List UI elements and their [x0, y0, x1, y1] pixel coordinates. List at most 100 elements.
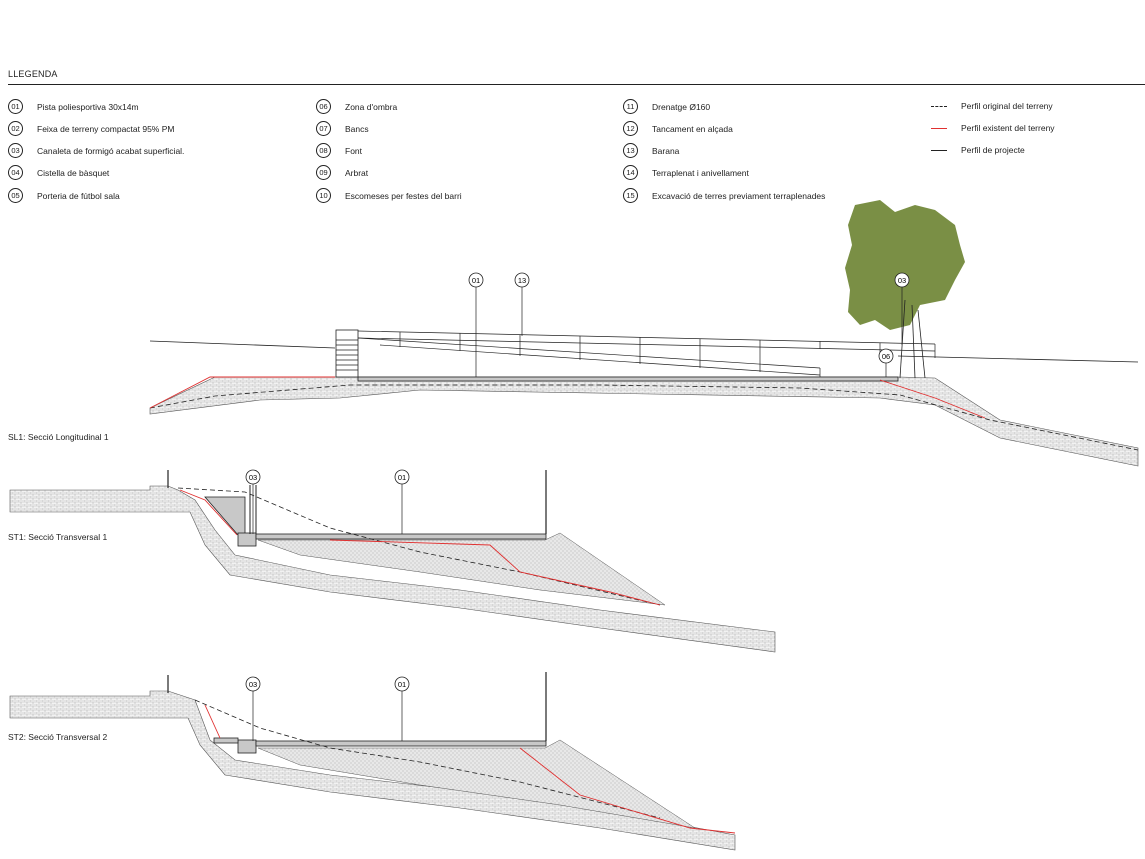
legend-code-badge: 07	[316, 121, 331, 136]
section-st1: 03 01	[9, 469, 776, 653]
legend-item: 04 Cistella de bàsquet	[8, 165, 109, 180]
line-key-item: Perfil original del terreny	[931, 101, 1053, 111]
legend-code-badge: 01	[8, 99, 23, 114]
legend-code-badge: 08	[316, 143, 331, 158]
legend-label: Tancament en alçada	[652, 123, 733, 134]
existing-terrain-profile	[879, 379, 986, 419]
callout-06: 06	[878, 348, 894, 377]
terrain-fill	[149, 376, 1139, 467]
upper-ground	[9, 485, 776, 653]
court-slab	[357, 376, 899, 382]
legend-code-badge: 06	[316, 99, 331, 114]
legend-code-badge: 04	[8, 165, 23, 180]
line-key-label: Perfil original del terreny	[961, 101, 1053, 111]
existing-terrain-profile	[329, 539, 661, 606]
callout-number: 13	[518, 276, 526, 285]
legend-label: Font	[345, 145, 363, 156]
fill-embankment	[257, 739, 696, 829]
drain-channel	[237, 739, 257, 754]
reference-line	[897, 355, 1139, 363]
legend-code-badge: 12	[623, 121, 638, 136]
legend-item: 13 Barana	[623, 143, 679, 158]
section-label-st1: ST1: Secció Transversal 1	[8, 532, 108, 542]
legend-item: 09 Arbrat	[316, 165, 368, 180]
line-key-label: Perfil de projecte	[961, 145, 1025, 155]
callout-03: 03	[894, 272, 910, 345]
callout-01: 01	[394, 676, 410, 741]
legend-item: 10 Escomeses per festes del barri	[316, 188, 462, 203]
legend-code-badge: 05	[8, 188, 23, 203]
legend-item: 12 Tancament en alçada	[623, 121, 733, 136]
legend-label: Cistella de bàsquet	[37, 167, 110, 178]
original-terrain-profile	[194, 699, 661, 819]
legend-title: LLEGENDA	[8, 69, 58, 79]
legend-code-badge: 09	[316, 165, 331, 180]
retaining-step	[213, 737, 239, 744]
dashed-line-swatch	[931, 105, 947, 107]
red-line-swatch	[931, 127, 947, 129]
legend-code-badge: 03	[8, 143, 23, 158]
callout-03: 03	[245, 676, 261, 741]
legend-item: 08 Font	[316, 143, 362, 158]
section-label-st2: ST2: Secció Transversal 2	[8, 732, 108, 742]
legend-label: Arbrat	[345, 167, 369, 178]
existing-terrain-profile	[149, 376, 335, 409]
legend-item: 03 Canaleta de formigó acabat superficia…	[8, 143, 184, 158]
legend-item: 05 Porteria de fútbol sala	[8, 188, 120, 203]
legend-label: Canaleta de formigó acabat superficial.	[37, 145, 185, 156]
callout-01: 01	[468, 272, 484, 377]
callout-03: 03	[245, 469, 261, 534]
legend-item: 01 Pista poliesportiva 30x14m	[8, 99, 139, 114]
legend-item: 06 Zona d'ombra	[316, 99, 397, 114]
existing-terrain-profile	[204, 704, 221, 739]
fill-embankment	[257, 532, 666, 606]
section-st2: 03 01	[9, 672, 736, 851]
legend-label: Pista poliesportiva 30x14m	[37, 101, 139, 112]
callout-01: 01	[394, 469, 410, 534]
callout-number: 03	[249, 473, 257, 482]
tree	[845, 200, 965, 379]
existing-terrain-profile	[179, 489, 238, 536]
callout-number: 01	[472, 276, 480, 285]
legend-code-badge: 14	[623, 165, 638, 180]
existing-terrain-profile	[519, 747, 736, 834]
section-sl1: 01 13 03 06	[149, 200, 1139, 467]
callout-number: 06	[882, 352, 890, 361]
legend-label: Porteria de fútbol sala	[37, 190, 120, 201]
legend-label: Barana	[652, 145, 680, 156]
solid-line-swatch	[931, 149, 947, 151]
callout-number: 01	[398, 473, 406, 482]
legend-label: Excavació de terres previament terraplen…	[652, 190, 826, 201]
railing	[357, 330, 936, 377]
legend-label: Drenatge Ø160	[652, 101, 711, 112]
line-key-label: Perfil existent del terreny	[961, 123, 1055, 133]
legend-code-badge: 11	[623, 99, 638, 114]
line-key-item: Perfil existent del terreny	[931, 123, 1055, 133]
drain-channel	[237, 532, 257, 547]
court-slab	[255, 740, 547, 747]
section-label-sl1: SL1: Secció Longitudinal 1	[8, 432, 109, 442]
legend-code-badge: 15	[623, 188, 638, 203]
original-terrain-profile	[149, 384, 1139, 451]
legend-item: 07 Bancs	[316, 121, 369, 136]
legend-label: Bancs	[345, 123, 369, 134]
legend-code-badge: 10	[316, 188, 331, 203]
callout-13: 13	[514, 272, 530, 336]
legend-item: 11 Drenatge Ø160	[623, 99, 710, 114]
legend-label: Feixa de terreny compactat 95% PM	[37, 123, 175, 134]
stairs	[335, 329, 359, 378]
legend-label: Zona d'ombra	[345, 101, 398, 112]
legend-item: 14 Terraplenat i anivellament	[623, 165, 749, 180]
legend-divider	[8, 84, 1145, 85]
court-slab	[255, 533, 547, 540]
reference-line	[149, 340, 336, 349]
legend-label: Terraplenat i anivellament	[652, 167, 749, 178]
callout-number: 01	[398, 680, 406, 689]
legend-item: 15 Excavació de terres previament terrap…	[623, 188, 825, 203]
callout-number: 03	[898, 276, 906, 285]
line-key-item: Perfil de projecte	[931, 145, 1025, 155]
legend-code-badge: 13	[623, 143, 638, 158]
callout-number: 03	[249, 680, 257, 689]
